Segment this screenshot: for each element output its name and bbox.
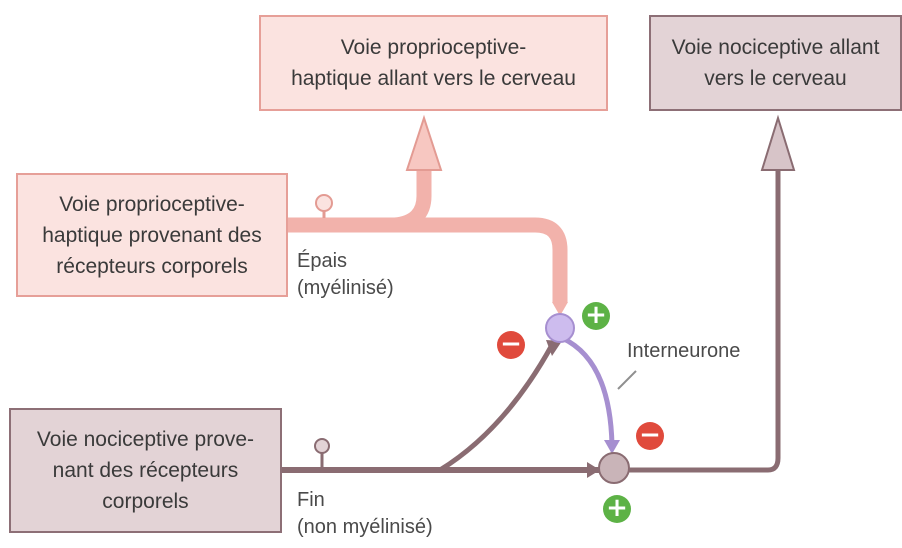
interneuron-terminal: [604, 440, 620, 454]
proprio-source-box: Voie proprioceptive- haptique provenant …: [16, 173, 288, 297]
excitatory-sign-top: +: [582, 302, 610, 330]
noci-up-arrowhead: [760, 114, 796, 171]
proprio-brain-box: Voie proprioceptive- haptique allant ver…: [259, 15, 608, 111]
inhibitory-sign-left: −: [497, 331, 525, 359]
proprio-source-text: Voie proprioceptive- haptique provenant …: [42, 192, 262, 278]
thick-fiber-label: Épais (myélinisé): [297, 250, 394, 299]
projection-cell-body: [598, 452, 630, 484]
noci-branch-terminal: [546, 340, 562, 356]
interneuron-cell-body: [545, 313, 575, 343]
noci-brain-text: Voie nociceptive allant vers le cerveau: [671, 36, 880, 90]
noci-input-terminal: [587, 462, 600, 478]
inhibitory-sign-right: −: [636, 422, 664, 450]
noci-source-box: Voie nociceptive prove- nant des récepte…: [9, 408, 282, 533]
noci-brain-box: Voie nociceptive allant vers le cerveau: [649, 15, 902, 111]
interneuron-label-pointer: [617, 370, 637, 390]
proprio-brain-text: Voie proprioceptive- haptique allant ver…: [291, 36, 576, 90]
proprio-fiber: [288, 217, 568, 302]
noci-output-fiber: [628, 168, 781, 473]
noci-ganglion: [314, 438, 330, 454]
noci-source-text: Voie nociceptive prove- nant des récepte…: [36, 428, 255, 513]
thin-fiber-label: Fin (non myélinisé): [297, 489, 433, 538]
interneuron-axon: [560, 335, 615, 446]
interneuron-label: Interneurone: [627, 340, 741, 362]
proprio-terminal: [552, 302, 568, 316]
excitatory-sign-bottom: +: [603, 495, 631, 523]
proprio-fiber-branch: [393, 168, 432, 233]
noci-fiber-branch: [438, 343, 555, 473]
proprio-ganglion: [315, 194, 333, 212]
proprio-up-arrowhead: [405, 114, 443, 171]
